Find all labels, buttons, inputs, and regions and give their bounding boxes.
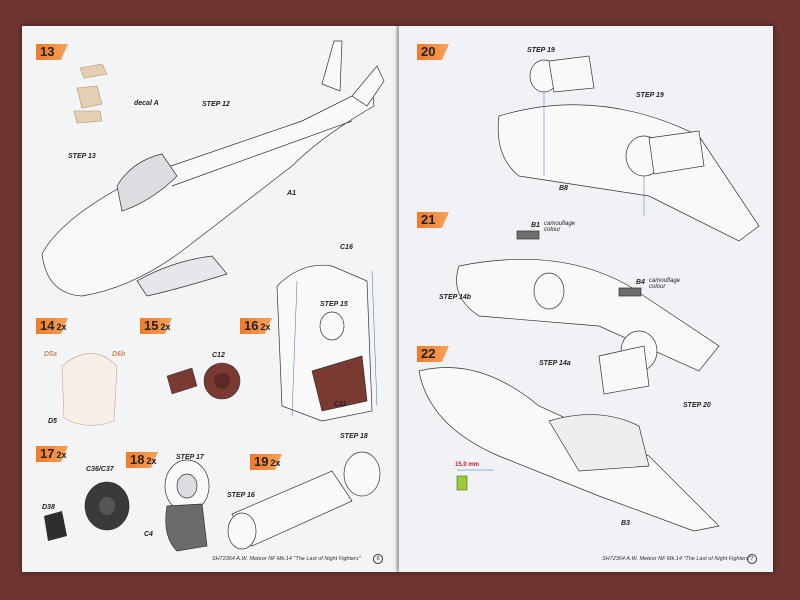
label-step12: STEP 12 — [202, 101, 230, 108]
step22-drawing — [418, 367, 720, 532]
label-c16: C16 — [340, 244, 353, 251]
label-b1: B1 — [531, 222, 540, 229]
left-footer: SH72364 A.W. Meteor NF Mk.14 "The Last o… — [212, 556, 361, 562]
right-page-drawings — [418, 55, 760, 532]
label-step19-a: STEP 19 — [527, 47, 555, 54]
label-step13: STEP 13 — [68, 153, 96, 160]
step13-parts — [73, 63, 108, 124]
step18-well — [164, 459, 210, 552]
step-22-badge: 22 — [417, 346, 449, 362]
label-d38: D38 — [42, 504, 55, 511]
step21-drawing — [456, 230, 720, 395]
label-b3: B3 — [621, 520, 630, 527]
label-camo1: camouflage colour — [544, 221, 576, 233]
label-decal: decal A — [134, 100, 159, 107]
label-step18: STEP 18 — [340, 433, 368, 440]
label-c4: C4 — [144, 531, 153, 538]
step-20-badge: 20 — [417, 44, 449, 60]
left-page-drawings — [41, 40, 385, 552]
label-dimension: 15.0 mm — [455, 462, 480, 468]
label-step17: STEP 17 — [176, 454, 204, 461]
label-d5: D5 — [48, 418, 57, 425]
step17-disc — [44, 481, 130, 541]
label-b8: B8 — [559, 185, 568, 192]
left-page-number: 6 — [373, 554, 383, 564]
step-13-badge: 13 — [36, 44, 68, 60]
right-page-number: 7 — [747, 554, 757, 564]
label-step14a: STEP 14a — [539, 360, 571, 367]
step16-intake — [276, 264, 378, 422]
label-d5a: D5a — [44, 351, 57, 358]
label-c12: C12 — [212, 352, 225, 359]
step-21-badge: 21 — [417, 212, 449, 228]
label-a1: A1 — [287, 190, 296, 197]
label-c11: C11 — [334, 401, 347, 408]
label-c36c37: C36/C37 — [86, 466, 114, 473]
label-step15: STEP 15 — [320, 301, 348, 308]
label-step20: STEP 20 — [683, 402, 711, 409]
right-footer: SH72364 A.W. Meteor NF Mk.14 "The Last o… — [602, 556, 751, 562]
label-b4: B4 — [636, 279, 645, 286]
fuselage-drawing — [41, 40, 385, 297]
label-camo2: camouflage colour — [649, 278, 681, 290]
step19-exhaust — [227, 451, 381, 550]
label-step19-b: STEP 19 — [636, 92, 664, 99]
step20-drawing — [497, 55, 760, 242]
instruction-page-right: 20 21 22 STEP 19 STEP 19 B8 B1 camouflag… — [399, 26, 773, 572]
label-step16: STEP 16 — [227, 492, 255, 499]
label-d6b: D6b — [112, 351, 126, 358]
label-step14b: STEP 14b — [439, 294, 472, 301]
step14-part — [61, 353, 118, 426]
step15-wheel — [166, 362, 241, 400]
